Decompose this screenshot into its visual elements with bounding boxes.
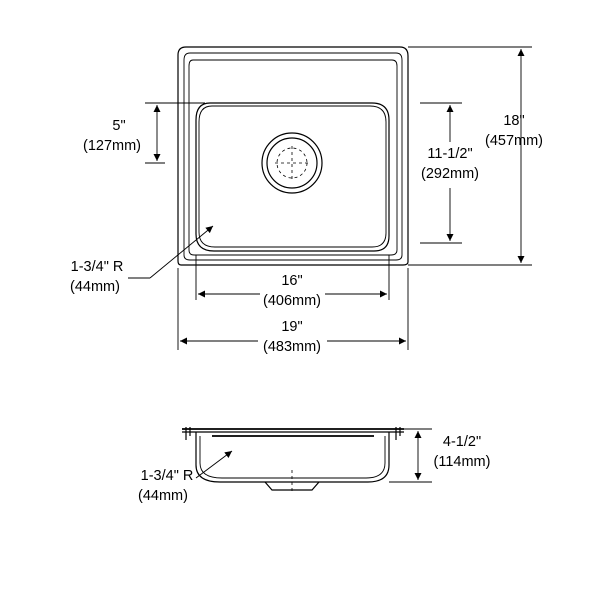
dim-11-5in-imperial: 11-1/2"	[427, 146, 472, 162]
sink-rim-edge	[183, 52, 403, 261]
side-bowl-inner-profile	[199, 436, 386, 479]
sink-rim-flat	[188, 59, 398, 256]
top-view: 5" (127mm) 11-1/2" (292mm) 18" (457mm) 1…	[70, 46, 543, 355]
drain-outer-ring	[261, 132, 323, 194]
dim-5in-imperial: 5"	[112, 118, 125, 134]
dim-5in-metric: (127mm)	[83, 138, 141, 154]
side-dim-radius-metric: (44mm)	[138, 488, 188, 504]
dim-radius-metric: (44mm)	[70, 279, 120, 295]
dim-16in-metric: (406mm)	[263, 293, 321, 309]
mounting-clips	[185, 427, 401, 440]
dim-16in-imperial: 16"	[281, 273, 302, 289]
dim-11-5in-metric: (292mm)	[421, 166, 479, 182]
sink-bowl-inner	[198, 105, 387, 248]
sink-outer-rim	[177, 46, 409, 266]
side-dim-radius-imperial: 1-3/4" R	[141, 468, 194, 484]
sink-bowl-outer	[195, 102, 390, 252]
dim-18in-metric: (457mm)	[485, 133, 543, 149]
dim-18in-imperial: 18"	[503, 113, 524, 129]
dim-radius-imperial: 1-3/4" R	[71, 259, 124, 275]
side-view: 4-1/2" (114mm) 1-3/4" R (44mm)	[138, 427, 490, 504]
dim-19in-imperial: 19"	[281, 319, 302, 335]
dim-19in-metric: (483mm)	[263, 339, 321, 355]
side-bowl-profile	[195, 432, 390, 483]
radius-leader	[149, 225, 214, 279]
dim-4-5in-metric: (114mm)	[434, 454, 491, 470]
drain-inner-ring	[266, 137, 318, 189]
dim-4-5in-imperial: 4-1/2"	[443, 434, 481, 450]
side-radius-leader	[195, 450, 233, 479]
